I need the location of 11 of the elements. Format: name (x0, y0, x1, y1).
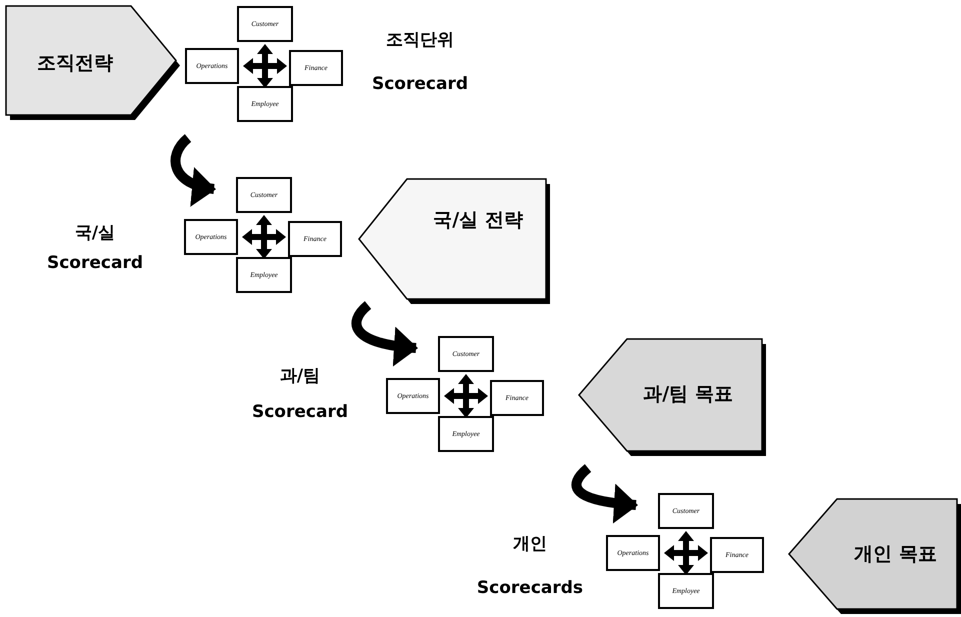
curved-arrow (572, 464, 638, 524)
curved-arrow (170, 134, 216, 206)
strategy-label: 조직전략 (36, 51, 114, 76)
curved-arrow (352, 301, 418, 366)
strategy-label: 개인 목표 (853, 542, 938, 567)
scorecard-label: 조직단위 Scorecard (370, 29, 469, 96)
scorecard-label: 과/팀 Scorecard (250, 365, 349, 424)
scorecard-label: 국/실 Scorecard (46, 222, 144, 275)
scorecard-label: 개인 Scorecards (476, 533, 584, 600)
strategy-label: 국/실 전략 (432, 208, 524, 233)
strategy-label: 과/팀 목표 (642, 382, 734, 407)
